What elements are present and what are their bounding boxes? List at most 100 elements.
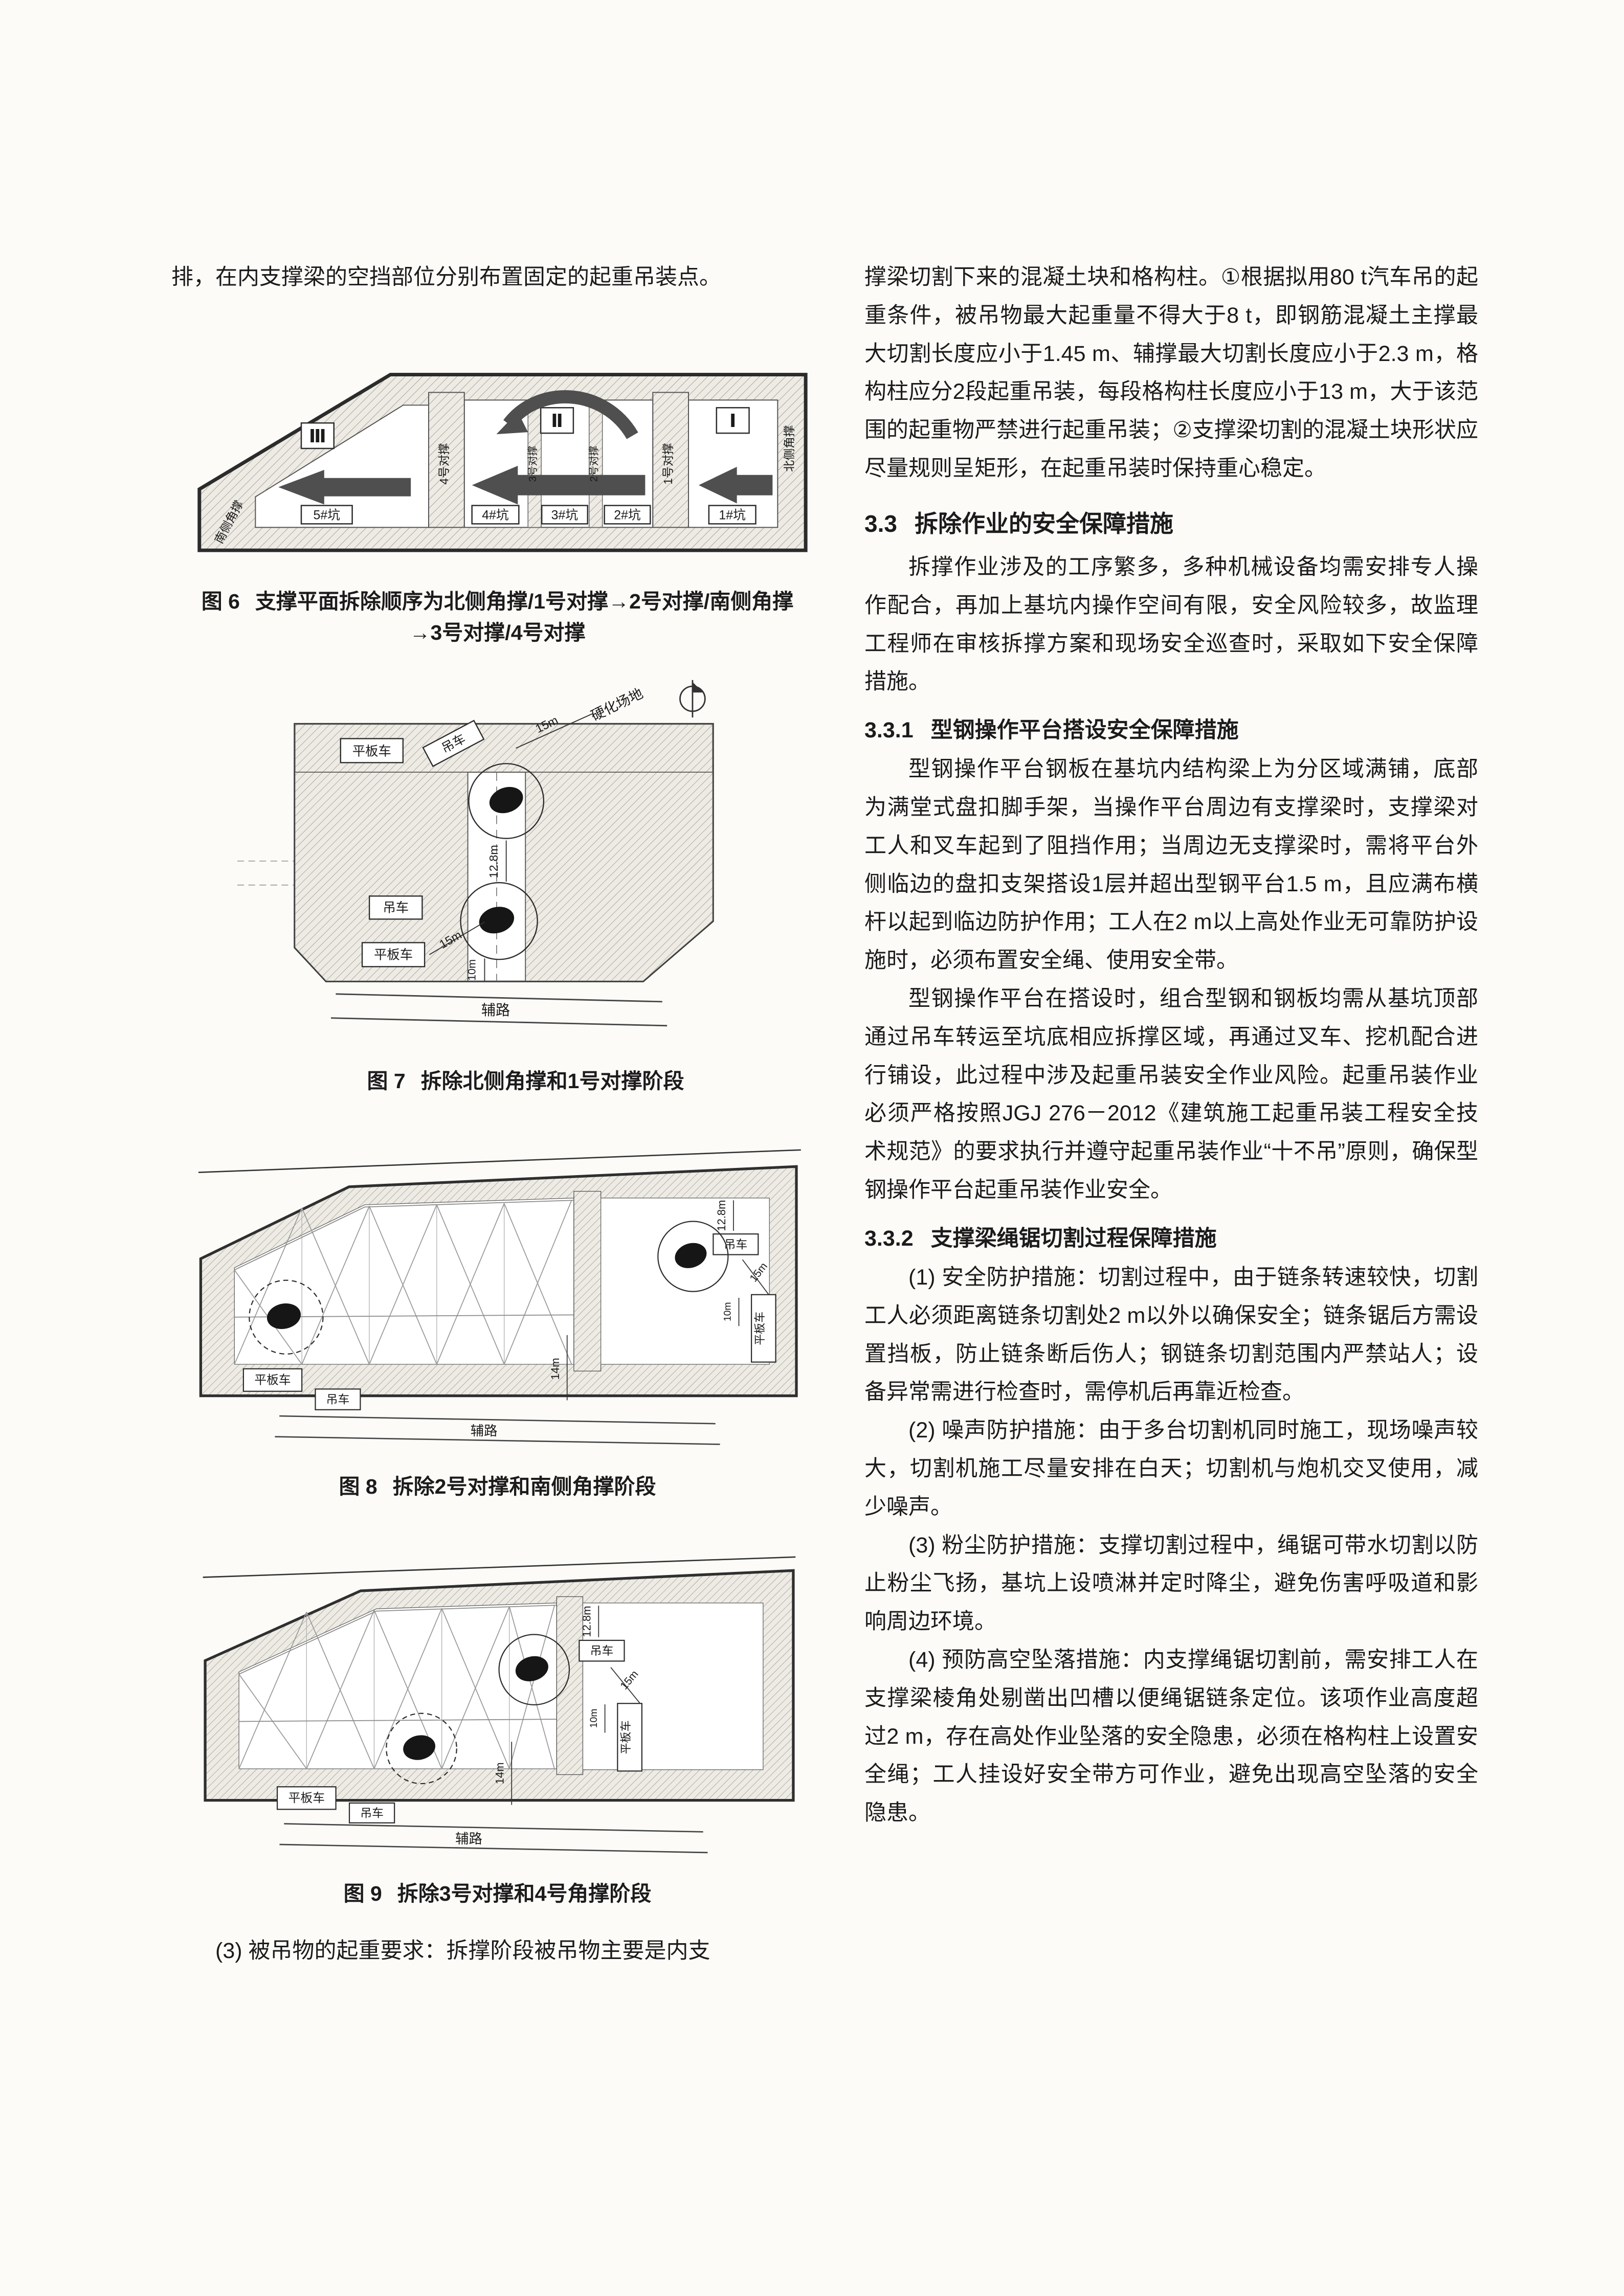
fig6-pit4-label: 4#坑: [482, 508, 509, 522]
fig8-crane2-box: [315, 1388, 361, 1411]
section-3-3-2-heading: 3.3.2 支撑梁绳锯切割过程保障措施: [864, 1221, 1478, 1252]
fig6-arrow-zone1: [698, 466, 773, 504]
fig8-brace-strip: [573, 1191, 602, 1372]
fig6-pit2-label: 2#坑: [614, 508, 641, 522]
fig6-zone3-area: [255, 404, 430, 528]
figure-8-diagram: 12.8m 吊车 15m 10m 平板车 平板车: [198, 1149, 801, 1446]
fig8-machine-blob-left: [266, 1303, 301, 1330]
figure-8-title: 拆除2号对撑和南侧角撑阶段: [392, 1475, 656, 1499]
fig7-site-label: 硬化场地: [588, 685, 645, 724]
fig8-road-line-1: [279, 1415, 716, 1425]
fig7-road-line-1: [336, 993, 662, 1003]
fig8-crane-box: [713, 1233, 759, 1255]
figure-9-number: 图 9: [343, 1881, 382, 1905]
fig8-truss-posts: [301, 1203, 505, 1365]
fig8-machine-circle-left: [249, 1279, 324, 1355]
fig8-ground-line: [198, 1149, 801, 1174]
fig9-crane-label: 吊车: [590, 1644, 614, 1657]
fig9-machine-circle-center: [498, 1634, 570, 1705]
section-3-3-2-title: 支撑梁绳锯切割过程保障措施: [930, 1226, 1217, 1251]
figure-7-diagram: 硬化场地 15m 平板车 吊车 12.8m: [237, 680, 714, 1027]
fig6-pit4-box: [471, 505, 520, 525]
figure-6-caption-line2: →3号对撑/4号对撑: [409, 621, 586, 645]
fig6-brace4-label: 4号对撑: [437, 443, 451, 485]
fig7-crane-box: [368, 895, 423, 920]
figure-6-diagram: Ⅲ Ⅱ Ⅰ 5#坑 4#坑 3#坑 2#坑: [197, 372, 808, 552]
para-hoisting-requirements: 撑梁切割下来的混凝土块和格构柱。①根据拟用80 t汽车吊的起重条件，被吊物最大起…: [864, 265, 1478, 481]
fig8-crane-label: 吊车: [724, 1238, 747, 1251]
figure-9: 12.8m 吊车 15m 10m 平板车: [171, 1525, 824, 1910]
fig7-flatbed-top-box: [340, 738, 404, 763]
fig7-dim15a-line: [516, 713, 593, 749]
para-platform-setup: 型钢操作平台钢板在基坑内结构梁上为分区域满铺，底部为满堂式盘扣脚手架，当操作平台…: [864, 757, 1478, 973]
left-outro-paragraph: (3) 被吊物的起重要求：拆撑阶段被吊物主要是内支: [215, 1939, 710, 1964]
fig6-zone2-box: [540, 407, 574, 434]
fig6-arrow-zone3: [278, 469, 411, 505]
figure-9-diagram: 12.8m 吊车 15m 10m 平板车: [203, 1556, 796, 1854]
fig9-machine-blob-center: [515, 1656, 548, 1681]
figure-8: 12.8m 吊车 15m 10m 平板车 平板车: [171, 1119, 824, 1503]
fig8-road-label: 辅路: [471, 1423, 498, 1438]
fig8-dim15-line: [742, 1259, 770, 1296]
para-fall-prevention: (4) 预防高空坠落措施：内支撑绳锯切割前，需安排工人在支撑梁棱角处剔凿出凹槽以…: [864, 1648, 1478, 1826]
fig6-pit5-box: [300, 505, 353, 525]
fig9-brace-strip: [556, 1596, 584, 1775]
fig8-road-line-2: [275, 1436, 720, 1446]
fig9-flatbed-label: 平板车: [619, 1720, 632, 1754]
fig6-brace2-label: 2号对撑: [588, 445, 600, 482]
fig8-dim12-8-label: 12.8m: [715, 1200, 728, 1231]
fig6-curved-arrowhead: [496, 412, 528, 434]
fig8-flatbed2-label: 平板车: [254, 1374, 291, 1387]
fig8-dim10-label: 10m: [723, 1302, 733, 1322]
fig9-flatbed-box: [617, 1702, 642, 1772]
fig6-zone3-label: Ⅲ: [309, 426, 326, 446]
fig7-flatbed-bottom-box: [361, 942, 426, 967]
fig6-pit3-box: [541, 505, 589, 525]
fig7-flatbed-top-label: 平板车: [352, 744, 391, 758]
para-dust-protection: (3) 粉尘防护措施：支撑切割过程中，绳锯可带水切割以防止粉尘飞扬，基坑上设喷淋…: [864, 1533, 1478, 1634]
figure-6: Ⅲ Ⅱ Ⅰ 5#坑 4#坑 3#坑 2#坑: [171, 316, 824, 649]
fig9-truss-posts: [306, 1606, 510, 1769]
fig9-crane2-box: [348, 1802, 395, 1824]
fig7-left-block: [294, 772, 469, 982]
fig8-machine-blob-right: [675, 1243, 707, 1269]
fig9-ground-line: [203, 1556, 796, 1578]
section-3-3-1-number: 3.3.1: [864, 718, 914, 743]
fig9-dim12-8-label: 12.8m: [580, 1606, 593, 1637]
fig7-right-block: [525, 772, 714, 982]
figure-7-title: 拆除北侧角撑和1号对撑阶段: [420, 1069, 684, 1093]
fig9-dim14-label: 14m: [493, 1762, 506, 1784]
section-3-3-2-number: 3.3.2: [864, 1226, 914, 1251]
figure-6-number: 图 6: [201, 589, 240, 613]
fig6-zone3-box: [300, 422, 335, 449]
fig8-flatbed-box: [751, 1294, 776, 1363]
fig7-machine-circle-top: [468, 762, 545, 839]
figure-7: 硬化场地 15m 平板车 吊车 12.8m: [171, 671, 824, 1097]
fig8-machine-circle-right: [657, 1221, 729, 1293]
fig6-pit1-box: [708, 505, 757, 525]
fig6-pit3-label: 3#坑: [551, 508, 579, 522]
figure-8-number: 图 8: [339, 1475, 377, 1499]
fig6-curved-arrow: [503, 390, 638, 439]
fig6-brace1-strip: [652, 392, 689, 528]
fig6-zone2-label: Ⅱ: [551, 411, 563, 431]
fig6-pit1-label: 1#坑: [719, 508, 746, 522]
fig9-flatbed2-label: 平板车: [288, 1791, 325, 1805]
fig9-crane-box: [579, 1639, 625, 1662]
fig8-cleared-zone: [600, 1198, 770, 1365]
fig7-road-label: 辅路: [481, 1002, 510, 1018]
fig8-dim14-label: 14m: [549, 1358, 562, 1380]
fig7-road-line-2: [331, 1017, 668, 1027]
fig6-pit5-label: 5#坑: [314, 508, 341, 522]
fig7-dim12-8-label: 12.8m: [487, 845, 500, 878]
fig8-flatbed-label: 平板车: [753, 1312, 766, 1345]
fig6-brace3-label: 3号对撑: [527, 445, 539, 482]
fig6-north-brace-label: 北侧角撑: [783, 425, 796, 472]
fig9-truss-chords: [238, 1605, 557, 1722]
